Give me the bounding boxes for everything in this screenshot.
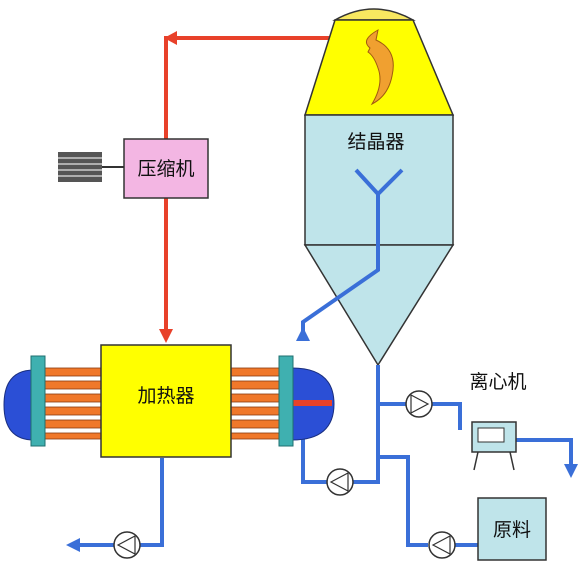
centrifuge-label: 离心机 <box>469 371 526 393</box>
heater: 加热器 <box>3 344 335 458</box>
steam-arrow-left <box>164 31 177 45</box>
raw-material-tank: 原料 <box>477 497 547 561</box>
liquid-arrow-left <box>66 538 80 552</box>
raw-material-label: 原料 <box>493 519 531 541</box>
crystallizer-label: 结晶器 <box>347 131 404 153</box>
pump-icon <box>405 390 433 418</box>
crystallizer-dome <box>332 8 416 21</box>
heater-left-flange <box>30 355 46 447</box>
motor-icon <box>58 152 124 182</box>
centrifuge-leg <box>473 451 479 471</box>
heater-shell <box>100 344 232 458</box>
pump-icon <box>326 468 354 496</box>
compressor: 压缩机 <box>58 138 209 199</box>
heater-label: 加热器 <box>137 385 194 407</box>
centrifuge: 离心机 <box>469 371 527 471</box>
heater-tubes-left <box>43 367 103 440</box>
pump-icon <box>428 531 456 559</box>
steam-arrow-down <box>159 329 173 343</box>
liquid-arrow-up <box>296 327 310 341</box>
centrifuge-leg <box>509 451 515 471</box>
heater-left-head <box>3 369 35 441</box>
raw-material-box <box>477 497 547 561</box>
rotation-arrow-icon <box>365 29 394 106</box>
crystallizer: 结晶器 <box>303 8 455 367</box>
pump-icon <box>113 531 141 559</box>
compressor-label: 压缩机 <box>137 158 194 180</box>
compressor-box <box>123 138 209 199</box>
liquid-arrow-down <box>564 464 578 478</box>
heater-tubes-right <box>229 367 281 440</box>
heater-right-flange <box>278 355 294 447</box>
